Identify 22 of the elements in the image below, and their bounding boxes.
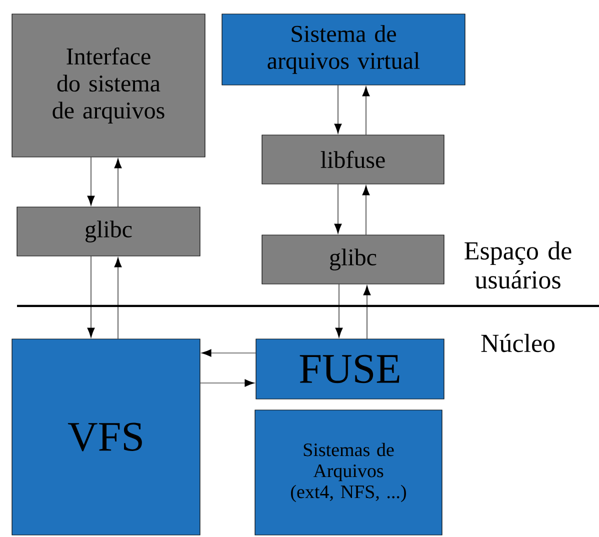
process-box: glibc <box>262 234 444 284</box>
arrow <box>114 257 122 339</box>
arrow <box>363 285 371 339</box>
process-box: Interface do sistema de arquivos <box>12 14 206 158</box>
arrow <box>114 158 122 207</box>
arrow <box>362 86 370 135</box>
arrow <box>335 284 343 338</box>
arrow <box>201 349 256 357</box>
arrow <box>200 379 255 387</box>
process-box: FUSE <box>256 338 444 400</box>
arrow <box>362 185 370 235</box>
process-box: glibc <box>16 206 200 256</box>
arrow <box>334 85 342 134</box>
region-label: Núcleo <box>481 334 555 352</box>
arrow <box>334 184 342 234</box>
region-label: Espaço de usuários <box>464 241 572 289</box>
arrow <box>87 256 95 338</box>
process-box: Sistema de arquivos virtual <box>222 14 466 86</box>
process-box: VFS <box>12 338 200 536</box>
process-box: Sistemas de Arquivos (ext4, NFS, ...) <box>254 410 442 536</box>
arrow <box>87 157 95 206</box>
process-box: libfuse <box>262 134 444 184</box>
